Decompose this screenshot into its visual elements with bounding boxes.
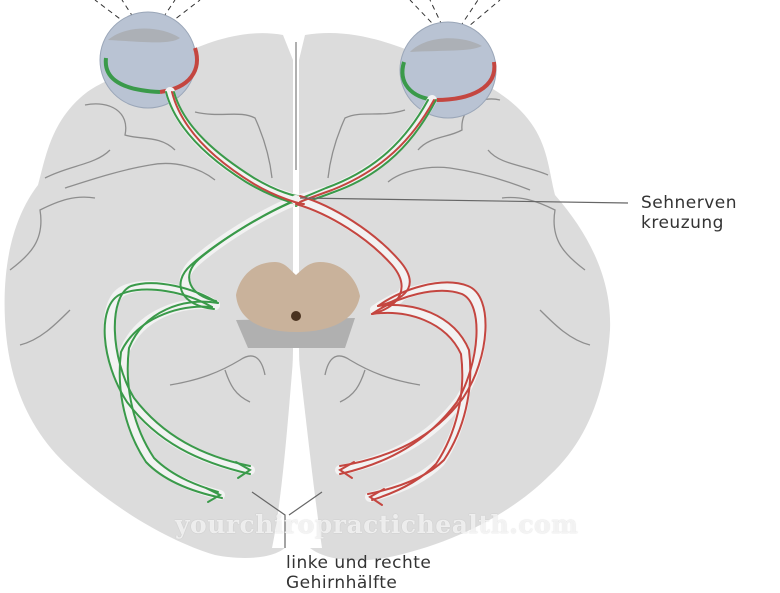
fold (64, 162, 216, 189)
red-pathway (171, 91, 487, 506)
fold (84, 103, 176, 151)
aqueduct (291, 311, 301, 321)
chiasm-pointer (299, 197, 629, 204)
midbrain (236, 262, 360, 332)
optic-chiasm-label-line2: kreuzung (641, 213, 724, 233)
brainstem (236, 262, 360, 348)
fold (324, 355, 421, 386)
fold (194, 111, 273, 179)
fold (501, 196, 586, 271)
optic-chiasm-label-line1: Sehnerven (641, 193, 738, 213)
fold (339, 369, 366, 403)
green-pathway (103, 87, 437, 503)
fold (539, 309, 591, 346)
fold (327, 109, 406, 179)
left-eye (99, 11, 199, 109)
pointer-lines (251, 197, 629, 548)
hemisphere-pointer (251, 491, 323, 548)
fold (9, 196, 96, 271)
hemispheres-label: linke und rechte Gehirnhälfte (286, 553, 431, 593)
right-eye (399, 21, 497, 119)
fold (169, 355, 266, 386)
fold (487, 149, 549, 176)
fold (19, 309, 71, 346)
watermark: yourchiropractichealth.com (175, 510, 579, 539)
fold (387, 166, 531, 191)
right-eye-retina-red (435, 61, 497, 102)
fold (224, 369, 251, 403)
left-eye-retina-green (103, 57, 161, 94)
optic-chiasm-label: Sehnerven kreuzung (641, 193, 737, 233)
hemispheres-label-line1: linke und rechte (286, 553, 432, 573)
hemispheres-label-line2: Gehirnhälfte (286, 573, 398, 593)
fold (44, 149, 111, 179)
